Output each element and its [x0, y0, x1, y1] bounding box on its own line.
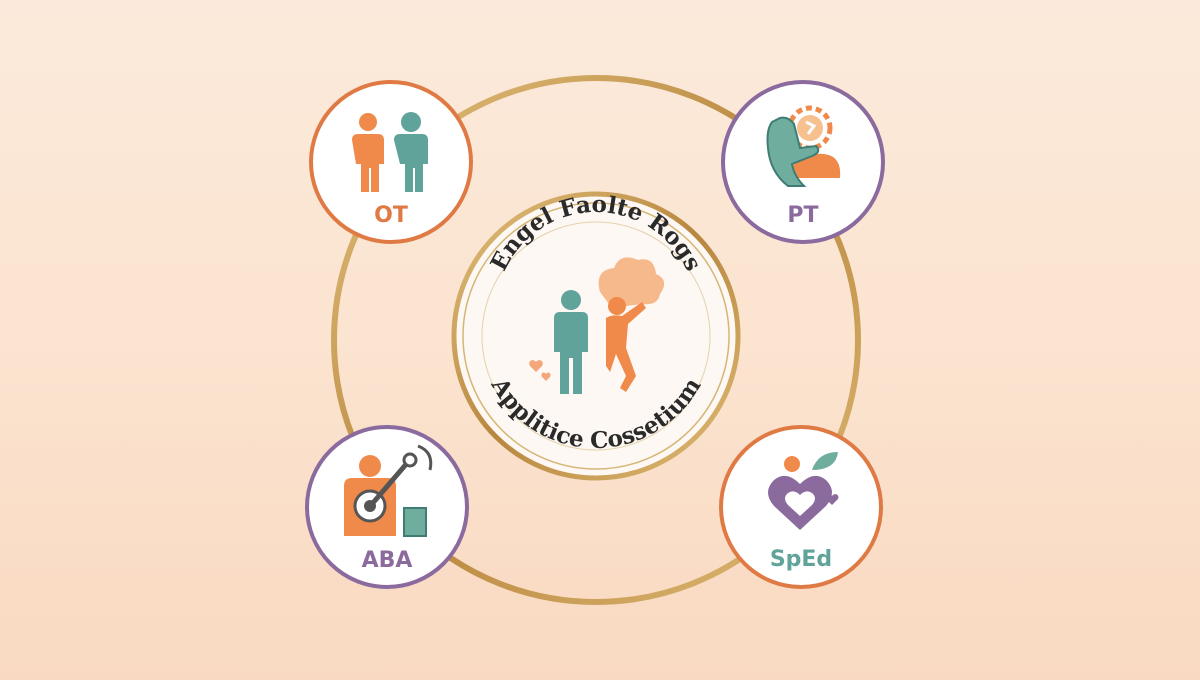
node-label-aba: ABA — [362, 548, 413, 573]
supporting-people-icon — [529, 257, 665, 394]
node-pt[interactable]: PT — [721, 80, 885, 244]
node-label-ot: OT — [374, 203, 408, 228]
person-target-icon — [344, 444, 433, 537]
center-emblem: Engel Faolte Rogs Applitice Cossetium — [451, 191, 741, 481]
heart-apple-icon — [768, 452, 839, 530]
hand-gear-icon — [766, 105, 841, 187]
two-people-icon — [352, 112, 428, 192]
node-label-pt: PT — [787, 203, 818, 228]
node-aba[interactable]: ABA — [305, 425, 469, 589]
node-ot[interactable]: OT — [309, 80, 473, 244]
connecting-ring — [331, 75, 861, 605]
node-label-sped: SpEd — [770, 547, 832, 572]
node-sped[interactable]: SpEd — [719, 425, 883, 589]
